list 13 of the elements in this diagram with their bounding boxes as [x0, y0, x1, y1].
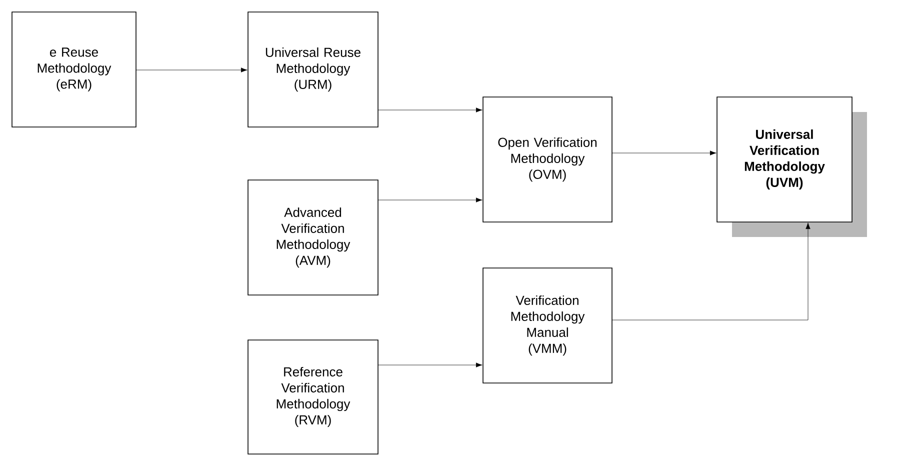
process-box: Advanced Verification Methodology (AVM)	[248, 180, 378, 296]
arrow	[378, 108, 482, 112]
arrow	[612, 222, 810, 320]
arrow	[378, 198, 482, 202]
process-box: Universal Verification Methodology (UVM)	[716, 96, 852, 222]
process-box: Reference Verification Methodology (RVM)	[248, 340, 378, 454]
arrow	[612, 150, 716, 156]
process-box: Universal Reuse Methodology (URM)	[248, 12, 378, 128]
process-box: e Reuse Methodology (eRM)	[12, 12, 136, 128]
arrow	[136, 68, 248, 72]
process-box: Verification Methodology Manual (VMM)	[482, 268, 612, 384]
arrow	[378, 362, 482, 368]
process-box: Open Verification Methodology (OVM)	[482, 96, 612, 222]
